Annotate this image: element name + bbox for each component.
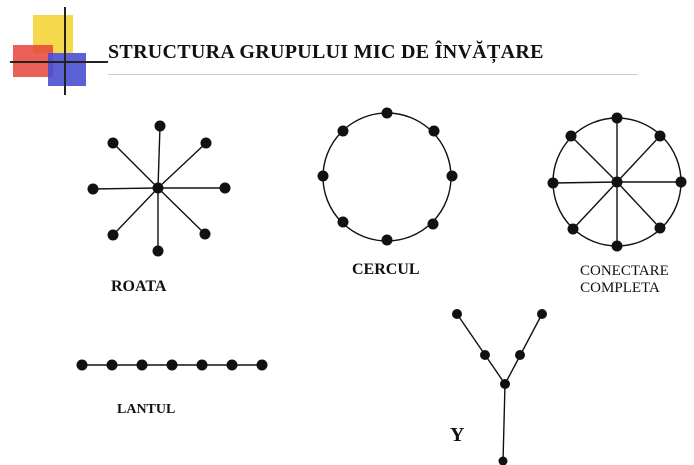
title-rule xyxy=(108,74,638,75)
conectare-edge xyxy=(552,181,618,184)
conectare-diagram xyxy=(547,112,687,252)
conectare-node xyxy=(654,130,666,142)
cercul-node xyxy=(381,234,393,246)
roata-node xyxy=(87,183,99,195)
lantul-node xyxy=(76,359,88,371)
conectare-edge xyxy=(616,135,661,183)
cercul-node xyxy=(428,125,440,137)
conectare-label-line1: CONECTARE xyxy=(580,263,669,279)
cercul-node xyxy=(381,107,393,119)
y-edge xyxy=(504,313,543,385)
cercul-node xyxy=(337,125,349,137)
lantul-node xyxy=(106,359,118,371)
conectare-node xyxy=(547,177,559,189)
conectare-node xyxy=(567,223,579,235)
roata-center-node xyxy=(152,182,164,194)
y-node xyxy=(480,350,490,360)
conectare-node xyxy=(654,222,666,234)
decorative-logo xyxy=(10,7,108,95)
roata-edge xyxy=(112,187,159,236)
y-edge xyxy=(456,313,506,385)
cercul-label: CERCUL xyxy=(352,261,420,278)
roata-edge xyxy=(157,125,161,189)
conectare-edge xyxy=(572,181,618,230)
roata-node xyxy=(154,120,166,132)
y-node xyxy=(452,309,462,319)
y-node xyxy=(500,379,510,389)
roata-node xyxy=(199,228,211,240)
conectare-label: CONECTARE COMPLETA xyxy=(580,263,669,297)
cercul-node xyxy=(317,170,329,182)
roata-edge xyxy=(157,187,206,235)
conectare-label-line2: COMPLETA xyxy=(580,280,660,296)
lantul-node xyxy=(226,359,238,371)
roata-node xyxy=(107,137,119,149)
slide-title: STRUCTURA GRUPULUI MIC DE ÎNVĂȚARE xyxy=(108,41,544,63)
cercul-node xyxy=(446,170,458,182)
y-node xyxy=(515,350,525,360)
lantul-node xyxy=(196,359,208,371)
lantul-node xyxy=(136,359,148,371)
y-edge xyxy=(502,383,506,463)
cercul-node xyxy=(337,216,349,228)
roata-node xyxy=(152,245,164,257)
y-diagram xyxy=(452,309,547,465)
lantul-node xyxy=(256,359,268,371)
roata-node xyxy=(107,229,119,241)
lantul-diagram xyxy=(76,359,268,371)
y-label: Y xyxy=(450,424,465,446)
logo-blue-square xyxy=(48,53,86,86)
roata-edge xyxy=(92,187,159,190)
lantul-node xyxy=(166,359,178,371)
roata-diagram xyxy=(87,120,231,257)
conectare-edge xyxy=(570,135,618,183)
roata-node xyxy=(200,137,212,149)
conectare-edge xyxy=(616,181,661,229)
conectare-node xyxy=(611,112,623,124)
roata-edge xyxy=(112,142,159,189)
conectare-node xyxy=(611,240,623,252)
y-node xyxy=(537,309,547,319)
conectare-node xyxy=(565,130,577,142)
cercul-diagram xyxy=(317,107,458,246)
roata-node xyxy=(219,182,231,194)
roata-label: ROATA xyxy=(111,278,167,295)
cercul-node xyxy=(427,218,439,230)
conectare-center-node xyxy=(611,176,623,188)
roata-edge xyxy=(157,142,207,189)
lantul-label: LANTUL xyxy=(117,402,176,417)
conectare-node xyxy=(675,176,687,188)
y-node xyxy=(498,456,508,465)
